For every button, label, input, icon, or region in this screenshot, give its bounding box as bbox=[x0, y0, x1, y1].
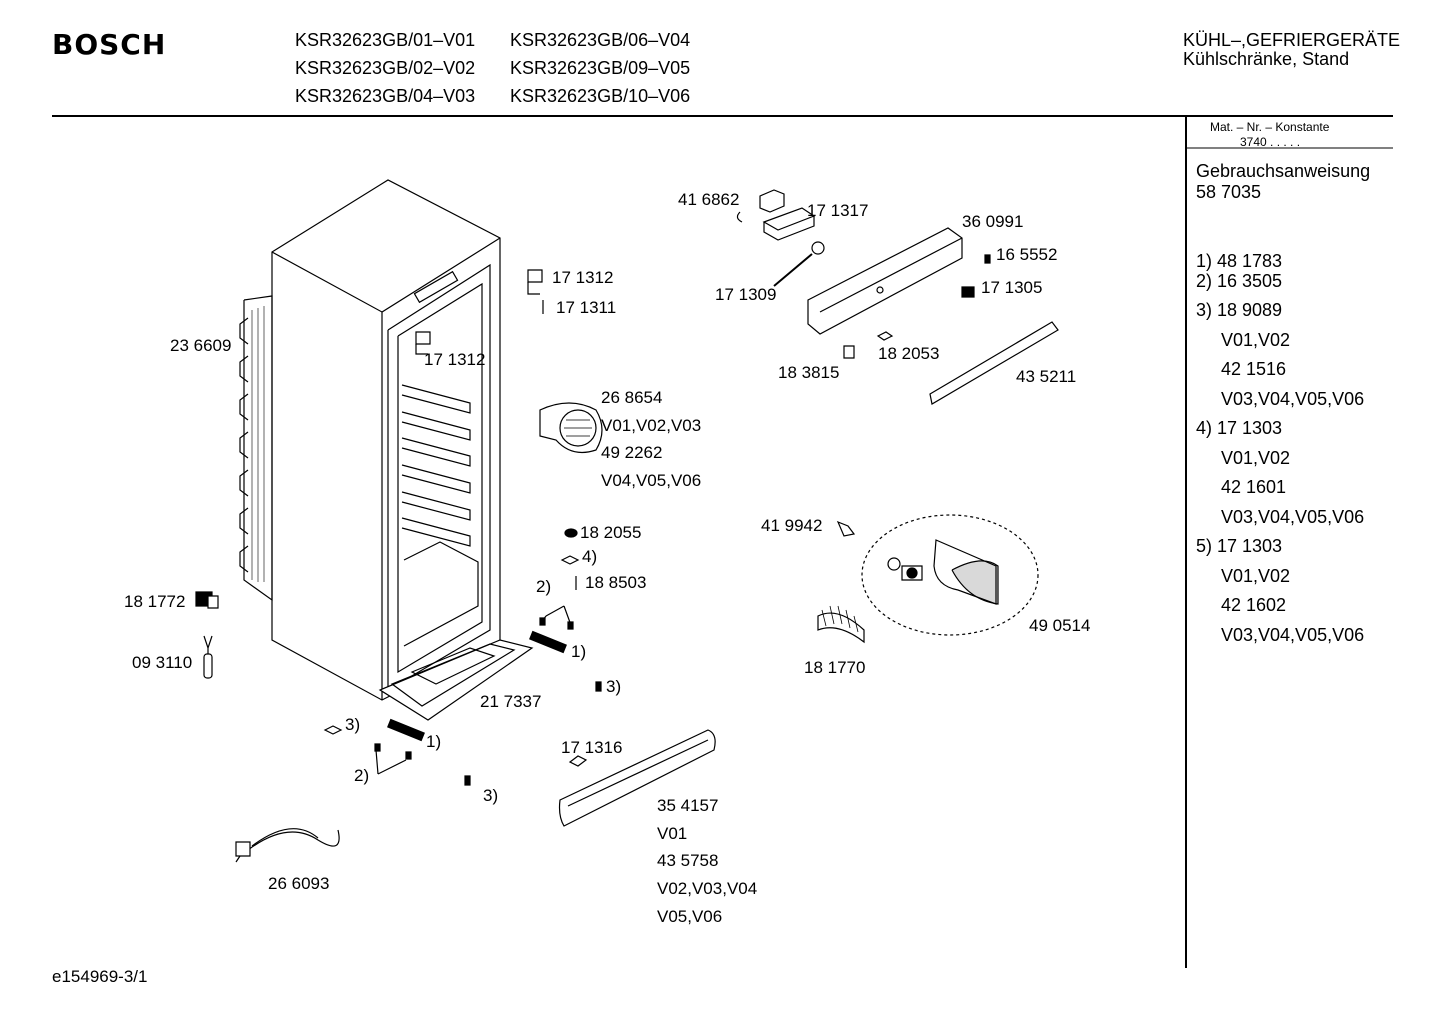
shelves bbox=[402, 385, 478, 646]
clip-small bbox=[878, 332, 892, 340]
condenser-coil bbox=[240, 296, 272, 600]
note-marker: 2) bbox=[536, 577, 552, 596]
part-label: 17 1316 bbox=[561, 738, 623, 757]
document-id: e154969-3/1 bbox=[52, 967, 148, 986]
variant-label: V01,V02,V03 bbox=[601, 416, 702, 435]
lamp-cover bbox=[818, 606, 864, 642]
category-title: KÜHL–,GEFRIERGERÄTE bbox=[1183, 30, 1401, 50]
variant-label: V02,V03,V04 bbox=[657, 879, 758, 898]
note-marker: 3) bbox=[483, 786, 499, 805]
part-label: 18 1770 bbox=[804, 658, 866, 677]
sidebar-line: V01,V02 bbox=[1221, 330, 1291, 350]
sensor bbox=[204, 636, 212, 678]
part-label: 18 2053 bbox=[878, 344, 940, 363]
sidebar-line: V03,V04,V05,V06 bbox=[1221, 507, 1365, 527]
sidebar-line: 42 1601 bbox=[1221, 477, 1287, 497]
sidebar-line: V03,V04,V05,V06 bbox=[1221, 389, 1365, 409]
hinge-bracket-top bbox=[528, 270, 542, 294]
brand-logo: BOSCH bbox=[52, 28, 167, 61]
hinge-bracket-inner bbox=[416, 332, 430, 354]
lamp-detail-circle bbox=[862, 515, 1038, 635]
variant-label: V04,V05,V06 bbox=[601, 471, 702, 490]
model-number: KSR32623GB/09–V05 bbox=[510, 58, 691, 78]
sidebar-line: 42 1602 bbox=[1221, 595, 1287, 615]
part-label: 26 8654 bbox=[601, 388, 663, 407]
material-number-label: Mat. – Nr. – Konstante bbox=[1210, 120, 1330, 134]
clip bbox=[844, 346, 854, 358]
part-label: 17 1305 bbox=[981, 278, 1043, 297]
part-label: 23 6609 bbox=[170, 336, 232, 355]
switch bbox=[962, 287, 974, 297]
note-marker: 1) bbox=[426, 732, 442, 751]
part-label: 17 1312 bbox=[552, 268, 614, 287]
model-number: KSR32623GB/10–V06 bbox=[510, 86, 691, 106]
part-label: 18 3815 bbox=[778, 363, 840, 382]
part-label: 09 3110 bbox=[132, 653, 193, 672]
part-label: 43 5211 bbox=[1016, 367, 1077, 386]
part-label: 41 6862 bbox=[678, 190, 740, 209]
sidebar-line: V01,V02 bbox=[1221, 448, 1291, 468]
sidebar-line: 42 1516 bbox=[1221, 359, 1287, 379]
power-cord bbox=[236, 829, 339, 862]
sidebar-line: V03,V04,V05,V06 bbox=[1221, 625, 1365, 645]
part-label: 16 5552 bbox=[996, 245, 1058, 264]
note-marker: 3) bbox=[345, 715, 361, 734]
part-label: 49 0514 bbox=[1029, 616, 1091, 635]
control-panel-cover bbox=[808, 228, 962, 334]
connector-block bbox=[196, 592, 218, 608]
part-label: 17 1317 bbox=[807, 201, 869, 220]
fan-cover bbox=[540, 403, 602, 452]
note-marker: 3) bbox=[606, 677, 622, 696]
sidebar-line: 3) 18 9089 bbox=[1196, 300, 1283, 320]
model-number: KSR32623GB/06–V04 bbox=[510, 30, 691, 50]
part-label: 17 1311 bbox=[556, 298, 617, 317]
note-marker: 1) bbox=[571, 642, 587, 661]
part-label: 43 5758 bbox=[657, 851, 719, 870]
variant-label: V01 bbox=[657, 824, 688, 843]
lamp-holder bbox=[888, 540, 998, 604]
hinge-plate bbox=[530, 632, 566, 653]
part-label: 17 1312 bbox=[424, 350, 486, 369]
model-number: KSR32623GB/02–V02 bbox=[295, 58, 476, 78]
bottom-grille bbox=[560, 730, 716, 826]
thermostat-housing bbox=[737, 190, 824, 286]
manual-number: 58 7035 bbox=[1196, 182, 1262, 202]
part-label: 26 6093 bbox=[268, 874, 330, 893]
part-label: 41 9942 bbox=[761, 516, 823, 535]
sidebar-line: 4) 17 1303 bbox=[1196, 418, 1283, 438]
part-label: 21 7337 bbox=[480, 692, 542, 711]
material-number-value: 3740 . . . . . bbox=[1240, 135, 1301, 149]
bulb bbox=[838, 522, 854, 536]
cabinet-body bbox=[272, 180, 500, 700]
note-marker: 2) bbox=[354, 766, 370, 785]
sidebar-line: 5) 17 1303 bbox=[1196, 536, 1283, 556]
model-number: KSR32623GB/04–V03 bbox=[295, 86, 476, 106]
part-label: 18 2055 bbox=[580, 523, 642, 542]
part-label: 18 8503 bbox=[585, 573, 647, 592]
part-label: 18 1772 bbox=[124, 592, 186, 611]
light-strip bbox=[930, 322, 1058, 404]
variant-label: V05,V06 bbox=[657, 907, 723, 926]
part-label: 49 2262 bbox=[601, 443, 663, 462]
sidebar-line: 1) 48 1783 bbox=[1196, 251, 1283, 271]
note-marker: 4) bbox=[582, 547, 598, 566]
sidebar-line: V01,V02 bbox=[1221, 566, 1291, 586]
model-number: KSR32623GB/01–V01 bbox=[295, 30, 476, 50]
manual-label: Gebrauchsanweisung bbox=[1196, 161, 1371, 181]
part-label: 36 0991 bbox=[962, 212, 1024, 231]
grille-clip bbox=[570, 756, 586, 766]
part-label: 35 4157 bbox=[657, 796, 719, 815]
sidebar-line: 2) 16 3505 bbox=[1196, 271, 1283, 291]
hinge-plate bbox=[388, 720, 424, 741]
crisper-drawer bbox=[380, 640, 532, 720]
part-label: 17 1309 bbox=[715, 285, 777, 304]
category-subtitle: Kühlschränke, Stand bbox=[1183, 49, 1350, 69]
